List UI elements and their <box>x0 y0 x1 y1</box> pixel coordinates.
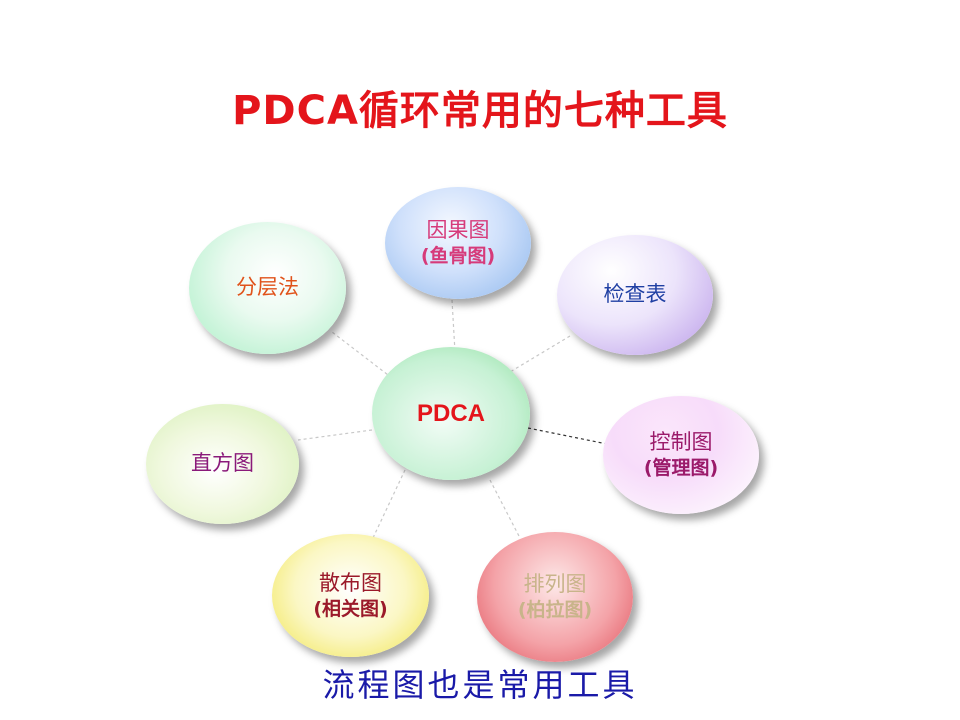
tool-alias: (柏拉图) <box>517 599 593 622</box>
link-control <box>527 427 613 446</box>
link-scatter <box>371 469 406 541</box>
tool-node-stratification: 分层法 <box>189 222 346 354</box>
link-fishbone <box>451 299 456 353</box>
tool-node-pareto: 排列图 (柏拉图) <box>477 532 633 662</box>
center-node-pdca: PDCA <box>372 347 530 480</box>
tool-node-control: 控制图 (管理图) <box>603 396 759 514</box>
tool-node-histogram: 直方图 <box>146 404 299 524</box>
tool-node-fishbone: 因果图 (鱼骨图) <box>385 187 531 299</box>
center-label: PDCA <box>416 399 485 427</box>
tool-alias: (管理图) <box>643 457 719 480</box>
tool-alias: (鱼骨图) <box>420 245 496 268</box>
tool-node-checksheet: 检查表 <box>557 235 713 355</box>
link-histogram <box>297 429 373 441</box>
tool-name: 控制图 <box>649 430 713 454</box>
tool-name: 散布图 <box>319 570 382 595</box>
tool-node-scatter: 散布图 (相关图) <box>272 534 429 657</box>
tool-name: 检查表 <box>603 282 667 307</box>
link-checksheet <box>509 335 571 373</box>
tool-name: 排列图 <box>523 572 587 596</box>
page-title: PDCA循环常用的七种工具 <box>232 88 728 134</box>
tool-name: 直方图 <box>191 451 254 476</box>
tool-name: 分层法 <box>236 275 299 300</box>
tool-alias: (相关图) <box>313 597 388 620</box>
link-stratification <box>331 331 393 379</box>
link-pareto <box>489 479 521 539</box>
tool-name: 因果图 <box>426 218 490 242</box>
footer-note: 流程图也是常用工具 <box>322 666 638 704</box>
